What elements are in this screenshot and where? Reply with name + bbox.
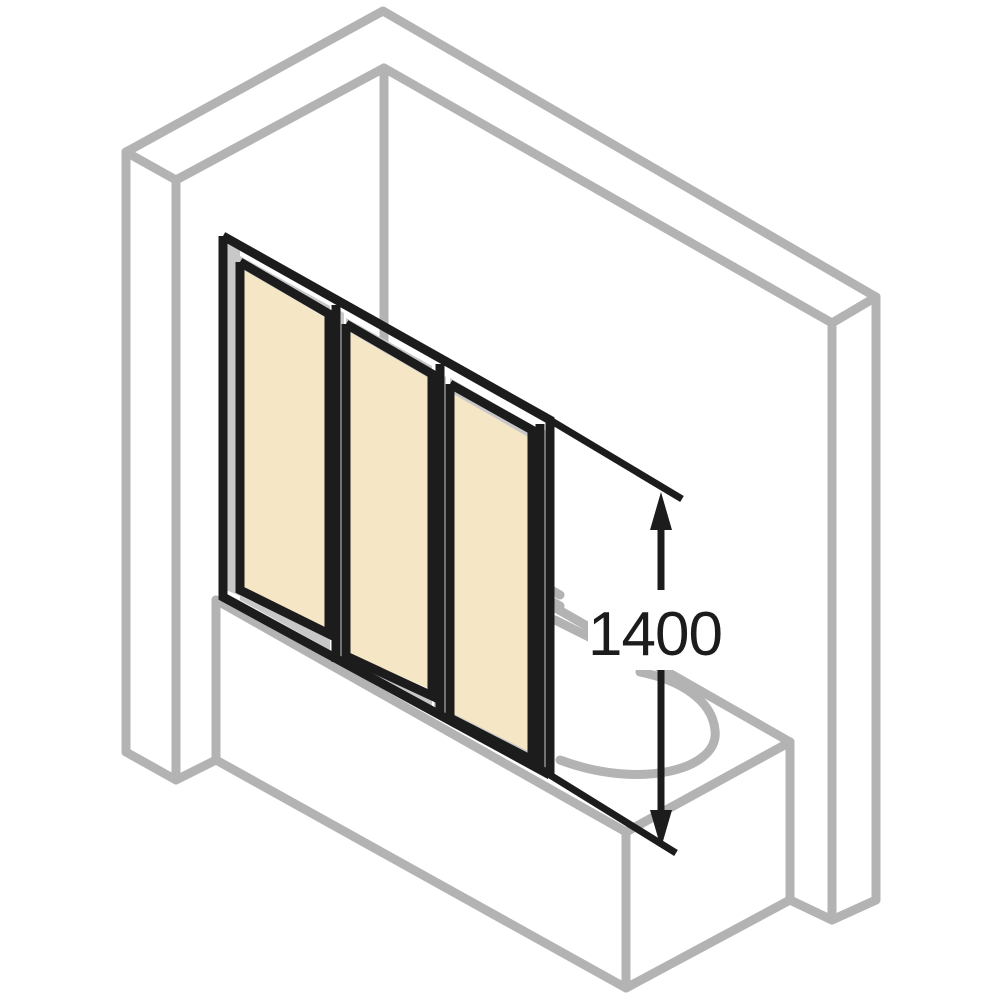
arrow-up-icon <box>650 492 672 530</box>
glass-panel-2 <box>346 330 432 690</box>
height-dimension <box>548 416 684 856</box>
glass-panel-3 <box>450 390 530 752</box>
arrow-down-icon <box>650 810 672 848</box>
bath-screen <box>218 232 555 779</box>
left-wall <box>121 6 881 785</box>
glass-panel-1 <box>241 268 329 630</box>
back-walls <box>379 63 881 925</box>
dimension-label: 1400 <box>588 600 748 670</box>
